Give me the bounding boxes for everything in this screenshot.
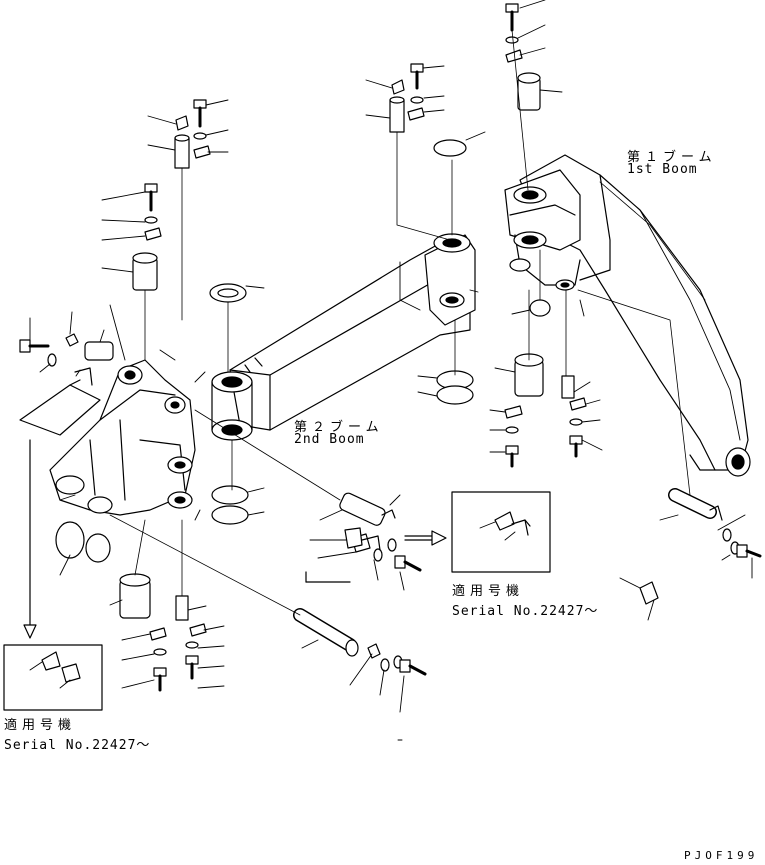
second-boom-label-jp: 第２ブーム bbox=[294, 420, 384, 435]
detail-box-right bbox=[451, 491, 551, 573]
first-boom-label-en: 1st Boom bbox=[627, 162, 698, 177]
arrow-to-detail bbox=[404, 530, 447, 546]
serial-left-label-en: Serial No.22427～ bbox=[4, 738, 151, 753]
detail-callout bbox=[305, 527, 381, 583]
center-lines bbox=[23, 29, 691, 639]
hardware bbox=[19, 3, 762, 692]
leader-lines bbox=[29, 0, 753, 741]
swing-bracket bbox=[19, 359, 196, 516]
serial-left-label-jp: 適用号機 bbox=[4, 718, 77, 733]
second-boom bbox=[211, 233, 476, 441]
second-boom-label-en: 2nd Boom bbox=[294, 432, 365, 447]
serial-right-label-jp: 適用号機 bbox=[452, 584, 525, 599]
first-boom bbox=[504, 154, 751, 477]
detail-box-left bbox=[3, 644, 103, 711]
serial-right-label-en: Serial No.22427～ bbox=[452, 604, 599, 619]
drawing-code: PJOF199 bbox=[684, 849, 759, 862]
first-boom-label-jp: 第１ブーム bbox=[627, 150, 717, 165]
